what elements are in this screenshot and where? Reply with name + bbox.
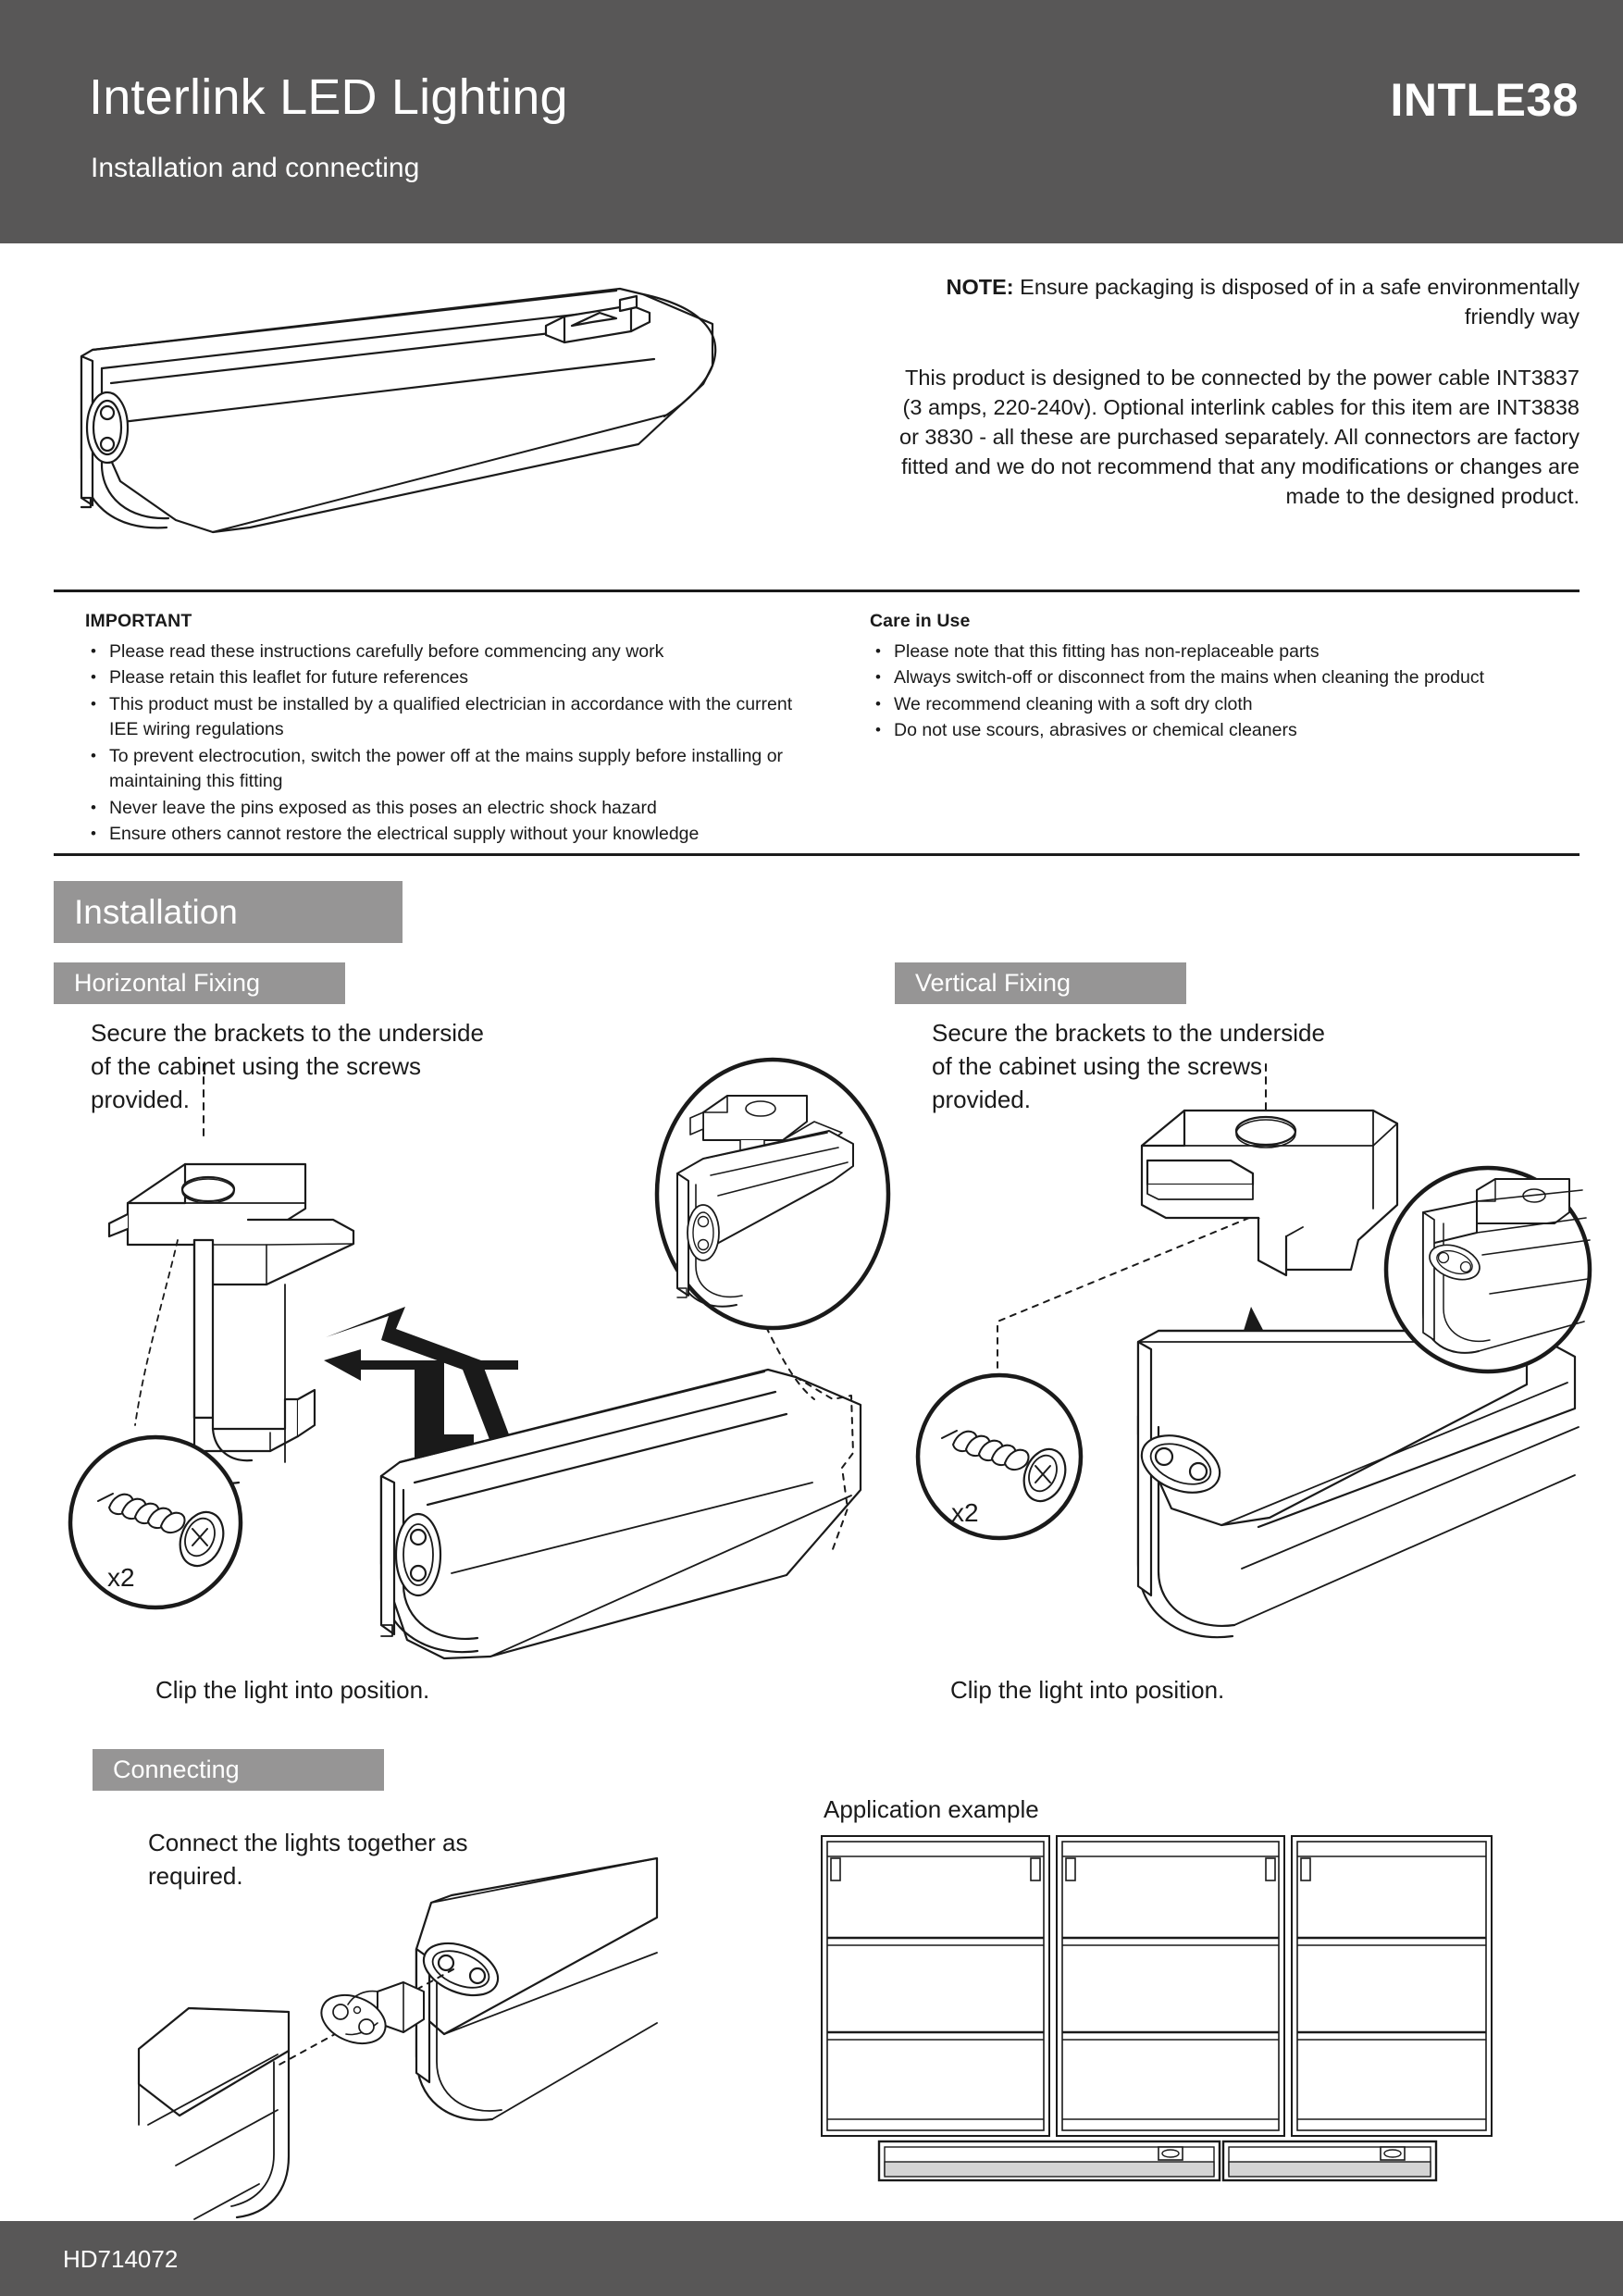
note-text: Ensure packaging is disposed of in a saf… <box>1013 275 1580 329</box>
page-subtitle: Installation and connecting <box>91 153 420 183</box>
list-item: Never leave the pins exposed as this pos… <box>85 795 825 822</box>
list-item: Please retain this leaflet for future re… <box>85 664 825 691</box>
note-paragraph: This product is designed to be connected… <box>899 366 1580 508</box>
care-in-use-list: Please note that this fitting has non-re… <box>870 639 1582 744</box>
product-illustration <box>65 268 833 583</box>
care-in-use-section: Care in Use Please note that this fittin… <box>870 609 1582 745</box>
page-header <box>0 0 1623 243</box>
note-label: NOTE: <box>946 275 1014 299</box>
vertical-fixing-banner: Vertical Fixing <box>895 962 1186 1004</box>
list-item: Ensure others cannot restore the electri… <box>85 821 825 848</box>
note-block: NOTE: Ensure packaging is disposed of in… <box>884 272 1580 511</box>
footer-document-code: HD714072 <box>63 2245 179 2273</box>
list-item: Please note that this fitting has non-re… <box>870 639 1582 665</box>
vertical-fixing-diagram: x2 <box>915 1063 1619 1666</box>
horizontal-fixing-diagram: x2 <box>56 1055 925 1666</box>
horizontal-fixing-caption: Clip the light into position. <box>155 1676 430 1704</box>
list-item: This product must be installed by a qual… <box>85 691 825 743</box>
list-item: Do not use scours, abrasives or chemical… <box>870 717 1582 744</box>
list-item: Please read these instructions carefully… <box>85 639 825 665</box>
page-title: Interlink LED Lighting <box>89 69 568 125</box>
important-section: IMPORTANT Please read these instructions… <box>85 609 825 849</box>
horizontal-fixing-label: Horizontal Fixing <box>74 969 261 997</box>
list-item: To prevent electrocution, switch the pow… <box>85 743 825 795</box>
list-item: Always switch-off or disconnect from the… <box>870 664 1582 691</box>
installation-section-label: Installation <box>74 892 238 931</box>
vertical-screw-quantity: x2 <box>951 1498 979 1527</box>
horizontal-fixing-instruction: Secure the brackets to the underside of … <box>91 1019 484 1113</box>
list-item: We recommend cleaning with a soft dry cl… <box>870 691 1582 718</box>
application-example-label: Application example <box>824 1795 1039 1823</box>
note-line: NOTE: Ensure packaging is disposed of in… <box>884 272 1580 331</box>
horizontal-fixing-banner: Horizontal Fixing <box>54 962 345 1004</box>
vertical-fixing-caption: Clip the light into position. <box>950 1676 1225 1704</box>
important-heading: IMPORTANT <box>85 611 192 631</box>
important-list: Please read these instructions carefully… <box>85 639 825 848</box>
vertical-fixing-instruction: Secure the brackets to the underside of … <box>932 1019 1325 1113</box>
vertical-fixing-label: Vertical Fixing <box>915 969 1072 997</box>
horizontal-screw-quantity: x2 <box>107 1563 135 1592</box>
connecting-banner: Connecting <box>93 1749 384 1791</box>
connecting-label: Connecting <box>113 1756 240 1783</box>
page-footer <box>0 2221 1623 2296</box>
product-code: INTLE38 <box>1390 74 1579 126</box>
application-example-diagram <box>814 1821 1499 2191</box>
care-in-use-heading: Care in Use <box>870 611 971 631</box>
connecting-diagram <box>137 1851 659 2221</box>
divider-top <box>54 590 1580 592</box>
connecting-instruction: Connect the lights together as required. <box>148 1829 468 1890</box>
divider-installation <box>54 853 1580 856</box>
installation-section-banner: Installation <box>54 881 403 943</box>
